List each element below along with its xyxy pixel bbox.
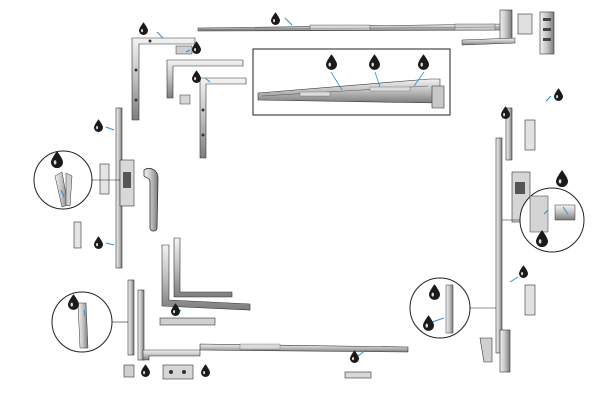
bottom-rail [199, 343, 409, 379]
corner-drive-piece [166, 59, 244, 105]
callout-circle-left-top [33, 150, 120, 210]
top-right-corner [461, 9, 555, 55]
corner-drive-piece-2 [199, 77, 247, 159]
bottom-corner-piece [159, 237, 251, 326]
blue-arrow-icon [60, 17, 569, 357]
callout-circle-right-middle [502, 187, 585, 253]
window-handle [143, 168, 159, 232]
top-rail [197, 23, 506, 32]
left-rail [73, 107, 135, 269]
callout-circle-left-bottom [51, 291, 128, 353]
top-left-corner-piece [131, 37, 196, 121]
detail-inset-box [252, 48, 451, 116]
bottom-left-rail [123, 279, 201, 380]
callout-circle-right-bottom [409, 277, 496, 339]
